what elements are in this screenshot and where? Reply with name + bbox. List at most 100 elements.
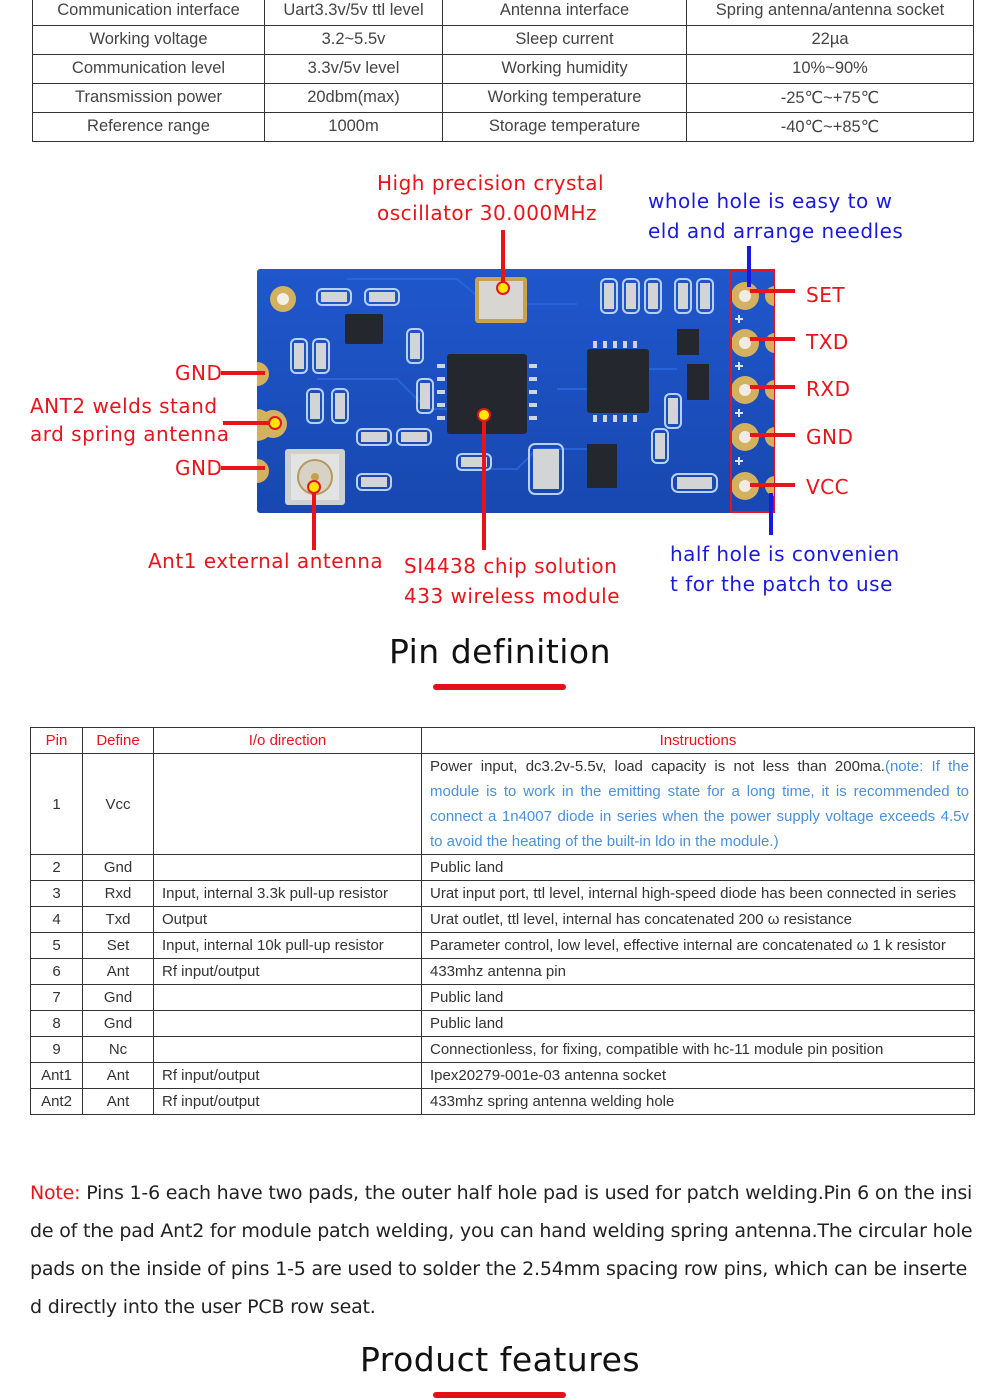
pin-define: Gnd bbox=[82, 1010, 154, 1037]
pin-io-direction: Output bbox=[153, 906, 422, 933]
pin-instructions: 433mhz antenna pin bbox=[421, 958, 975, 985]
pin-instructions: Parameter control, low level, effective … bbox=[421, 932, 975, 959]
passive-components bbox=[290, 278, 718, 495]
ant2-callout-dot bbox=[268, 416, 282, 430]
pin-instructions: Ipex20279-001e-03 antenna socket bbox=[421, 1062, 975, 1089]
spec-label: Working humidity bbox=[442, 53, 687, 84]
pin-number: 2 bbox=[30, 854, 83, 881]
spec-label: Working voltage bbox=[32, 24, 265, 55]
pin-define: Set bbox=[82, 932, 154, 959]
spec-value: 20dbm(max) bbox=[264, 82, 443, 113]
spec-value: 3.2~5.5v bbox=[264, 24, 443, 55]
pin-instructions: Power input, dc3.2v-5.5v, load capacity … bbox=[421, 753, 975, 855]
pin-io-direction: Input, internal 10k pull-up resistor bbox=[153, 932, 422, 959]
header-io-direction: I/o direction bbox=[153, 727, 422, 754]
ipex-connector bbox=[285, 449, 345, 505]
pin-number: 6 bbox=[30, 958, 83, 985]
pin-define: Ant bbox=[82, 958, 154, 985]
pin-number: 1 bbox=[30, 753, 83, 855]
crystal-label-line1: High precision crystal bbox=[377, 171, 605, 195]
callout-lines bbox=[221, 230, 795, 550]
pin-instructions: Public land bbox=[421, 854, 975, 881]
pin-number: 4 bbox=[30, 906, 83, 933]
pin-label-set: SET bbox=[806, 283, 846, 307]
pin-table-header-row: Pin Define I/o direction Instructions bbox=[30, 727, 975, 754]
spec-label: Storage temperature bbox=[442, 111, 687, 142]
pin-label-gnd: GND bbox=[806, 425, 854, 449]
pin-io-direction bbox=[153, 984, 422, 1011]
pin-io-direction bbox=[153, 1036, 422, 1063]
ant2-label-line2: ard spring antenna bbox=[30, 422, 230, 446]
instructions-note: (note: If the module is to work in the e… bbox=[430, 758, 969, 850]
pin-instructions: Connectionless, for fixing, compatible w… bbox=[421, 1036, 975, 1063]
spec-value: -25℃~+75℃ bbox=[686, 82, 974, 113]
pin-define: Ant bbox=[82, 1088, 154, 1115]
product-features-title: Product features bbox=[359, 1340, 641, 1379]
spec-value: -40℃~+85℃ bbox=[686, 111, 974, 142]
pin-io-direction bbox=[153, 854, 422, 881]
pin-define: Gnd bbox=[82, 984, 154, 1011]
half-hole-label-line2: t for the patch to use bbox=[670, 572, 893, 596]
header-instructions: Instructions bbox=[421, 727, 975, 754]
instructions-text: Power input, dc3.2v-5.5v, load capacity … bbox=[430, 758, 885, 775]
ant1-label: Ant1 external antenna bbox=[148, 549, 384, 573]
spec-label: Transmission power bbox=[32, 82, 265, 113]
mcu-chip bbox=[587, 349, 649, 413]
pin-header-highlight-box bbox=[730, 269, 775, 513]
pin-io-direction: Rf input/output bbox=[153, 958, 422, 985]
pin-io-direction: Rf input/output bbox=[153, 1062, 422, 1089]
pin-instructions: Public land bbox=[421, 1010, 975, 1037]
pin-number: 9 bbox=[30, 1036, 83, 1063]
spec-label: Sleep current bbox=[442, 24, 687, 55]
note-text: Pins 1-6 each have two pads, the outer h… bbox=[30, 1182, 973, 1318]
pin-io-direction: Rf input/output bbox=[153, 1088, 422, 1115]
pin-define: Nc bbox=[82, 1036, 154, 1063]
pin-define: Rxd bbox=[82, 880, 154, 907]
whole-hole-label-line2: eld and arrange needles bbox=[648, 219, 904, 243]
product-features-underline bbox=[433, 1392, 566, 1398]
spec-label: Antenna interface bbox=[442, 0, 687, 26]
header-pin: Pin bbox=[30, 727, 83, 754]
mounting-hole bbox=[270, 286, 296, 312]
ant1-callout-dot bbox=[307, 480, 321, 494]
spec-value: Uart3.3v/5v ttl level bbox=[264, 0, 443, 26]
pin-instructions: Public land bbox=[421, 984, 975, 1011]
spec-label: Communication level bbox=[32, 53, 265, 84]
pin-number: 7 bbox=[30, 984, 83, 1011]
header-define: Define bbox=[82, 727, 154, 754]
crystal-callout-dot bbox=[496, 281, 510, 295]
note-paragraph: Note: Pins 1-6 each have two pads, the o… bbox=[30, 1174, 978, 1326]
pin-define: Txd bbox=[82, 906, 154, 933]
pin-label-vcc: VCC bbox=[806, 475, 850, 499]
note-label: Note: bbox=[30, 1182, 81, 1204]
small-ic bbox=[345, 314, 383, 344]
pin-number: 3 bbox=[30, 880, 83, 907]
pin-header-pads bbox=[731, 282, 775, 500]
pin-define: Vcc bbox=[82, 753, 154, 855]
spec-value: Spring antenna/antenna socket bbox=[686, 0, 974, 26]
pin-instructions: 433mhz spring antenna welding hole bbox=[421, 1088, 975, 1115]
pin-number: Ant1 bbox=[30, 1062, 83, 1089]
spec-value: 10%~90% bbox=[686, 53, 974, 84]
pin-io-direction bbox=[153, 753, 422, 855]
pin-instructions: Urat outlet, ttl level, internal has con… bbox=[421, 906, 975, 933]
pin-number: 8 bbox=[30, 1010, 83, 1037]
whole-hole-label-line1: whole hole is easy to w bbox=[648, 189, 893, 213]
pin-define: Gnd bbox=[82, 854, 154, 881]
gnd-top-label: GND bbox=[175, 361, 223, 385]
pin-io-direction bbox=[153, 1010, 422, 1037]
